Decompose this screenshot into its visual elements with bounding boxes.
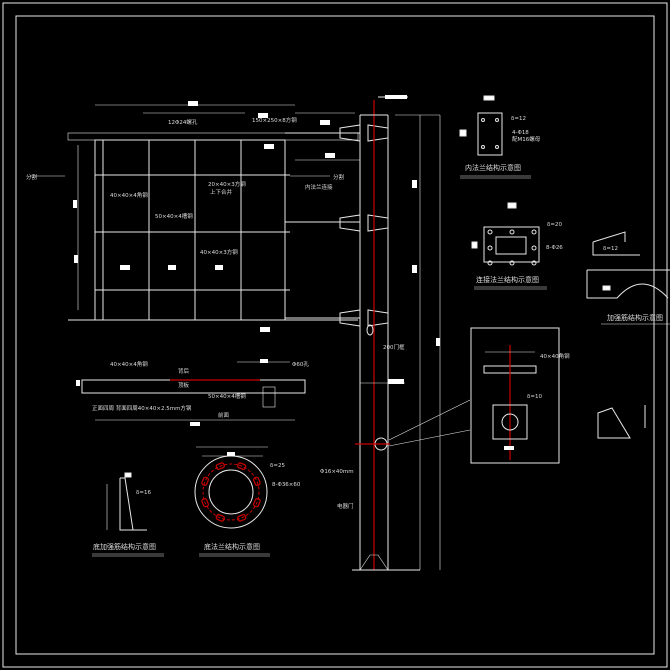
label-top-tube: 150×250×8方钢 xyxy=(252,116,297,124)
arms xyxy=(285,124,389,327)
label-tube-20: 20×40×3方钢 xyxy=(208,180,246,188)
conn-flange-title: 连接法兰结构示意图 xyxy=(476,275,539,284)
label-pin: Φ16×40mm xyxy=(320,469,354,475)
label-conn-flange-holes: 8-Φ26 xyxy=(546,245,563,251)
base-flange-bolt-slot xyxy=(201,476,209,486)
label-conn-flange-thickness: δ=20 xyxy=(547,222,562,228)
label-side-top-plate: 顶板 xyxy=(178,381,190,389)
bottom-rib-diagram xyxy=(106,472,147,531)
base-flange-bolt-slot xyxy=(253,476,261,486)
label-side-front: 前面 xyxy=(218,411,230,419)
label-detail-angle: 40×40角钢 xyxy=(540,352,570,360)
small-detail xyxy=(597,405,646,439)
inner-border xyxy=(15,15,655,655)
label-channel-50: 50×40×4槽钢 xyxy=(155,212,193,220)
pole xyxy=(352,95,471,571)
connection-flange-diagram xyxy=(471,202,540,266)
label-door-frame: 200门框 xyxy=(383,343,405,351)
base-flange-bolt-slot xyxy=(215,514,225,522)
label-merge: 上下合并 xyxy=(210,188,233,196)
inner-flange-diagram xyxy=(459,95,503,156)
label-side-back: 背后 xyxy=(178,367,190,375)
base-flange-bolt-slot xyxy=(237,514,247,522)
label-base-flange-holes: 8-Φ36×60 xyxy=(272,482,301,488)
label-detail-thickness: δ=10 xyxy=(527,394,542,400)
base-flange-diagram xyxy=(194,446,268,529)
label-side-hole: Φ60孔 xyxy=(292,360,309,368)
label-split-left: 分割 xyxy=(26,173,38,181)
label-inner-flange-nut: 配M16螺母 xyxy=(512,135,541,143)
side-view xyxy=(76,359,306,426)
label-rib-thickness: δ=12 xyxy=(603,246,618,252)
label-side-frame-note: 正面四周 背面四周40×40×2.5mm方钢 xyxy=(92,404,192,412)
base-flange-bolt-slot xyxy=(237,462,247,470)
billboard-frame xyxy=(30,101,360,332)
label-bottom-rib-thickness: δ=16 xyxy=(136,490,151,496)
label-inner-flange-holes: 4-Φ18 xyxy=(512,130,529,136)
label-base-flange-thickness: δ=25 xyxy=(270,463,285,469)
base-flange-bolt-slot xyxy=(201,498,209,508)
label-bolt-holes: 12Φ24螺孔 xyxy=(168,118,198,126)
inner-flange-title: 内法兰结构示意图 xyxy=(465,163,521,172)
label-side-angle: 40×40×4角钢 xyxy=(110,360,148,368)
label-inner-flange-conn: 内法兰连接 xyxy=(305,183,333,191)
detail-inset xyxy=(470,327,560,464)
label-tube-40: 40×40×3方钢 xyxy=(200,248,238,256)
label-split-right: 分割 xyxy=(333,173,345,181)
rib-title: 加强筋结构示意图 xyxy=(607,313,663,322)
rib-diagram xyxy=(586,231,670,299)
base-flange-bolt-slot xyxy=(253,498,261,508)
base-flange-title: 底法兰结构示意图 xyxy=(204,542,260,551)
label-electric-door: 电器门 xyxy=(337,502,354,510)
base-flange-bolt-slot xyxy=(215,462,225,470)
label-angle-40: 40×40×4角钢 xyxy=(110,191,148,199)
label-side-channel: 50×40×4槽钢 xyxy=(208,392,246,400)
label-inner-flange-thickness: δ=12 xyxy=(511,116,526,122)
bottom-rib-title: 底加强筋结构示意图 xyxy=(93,542,156,551)
